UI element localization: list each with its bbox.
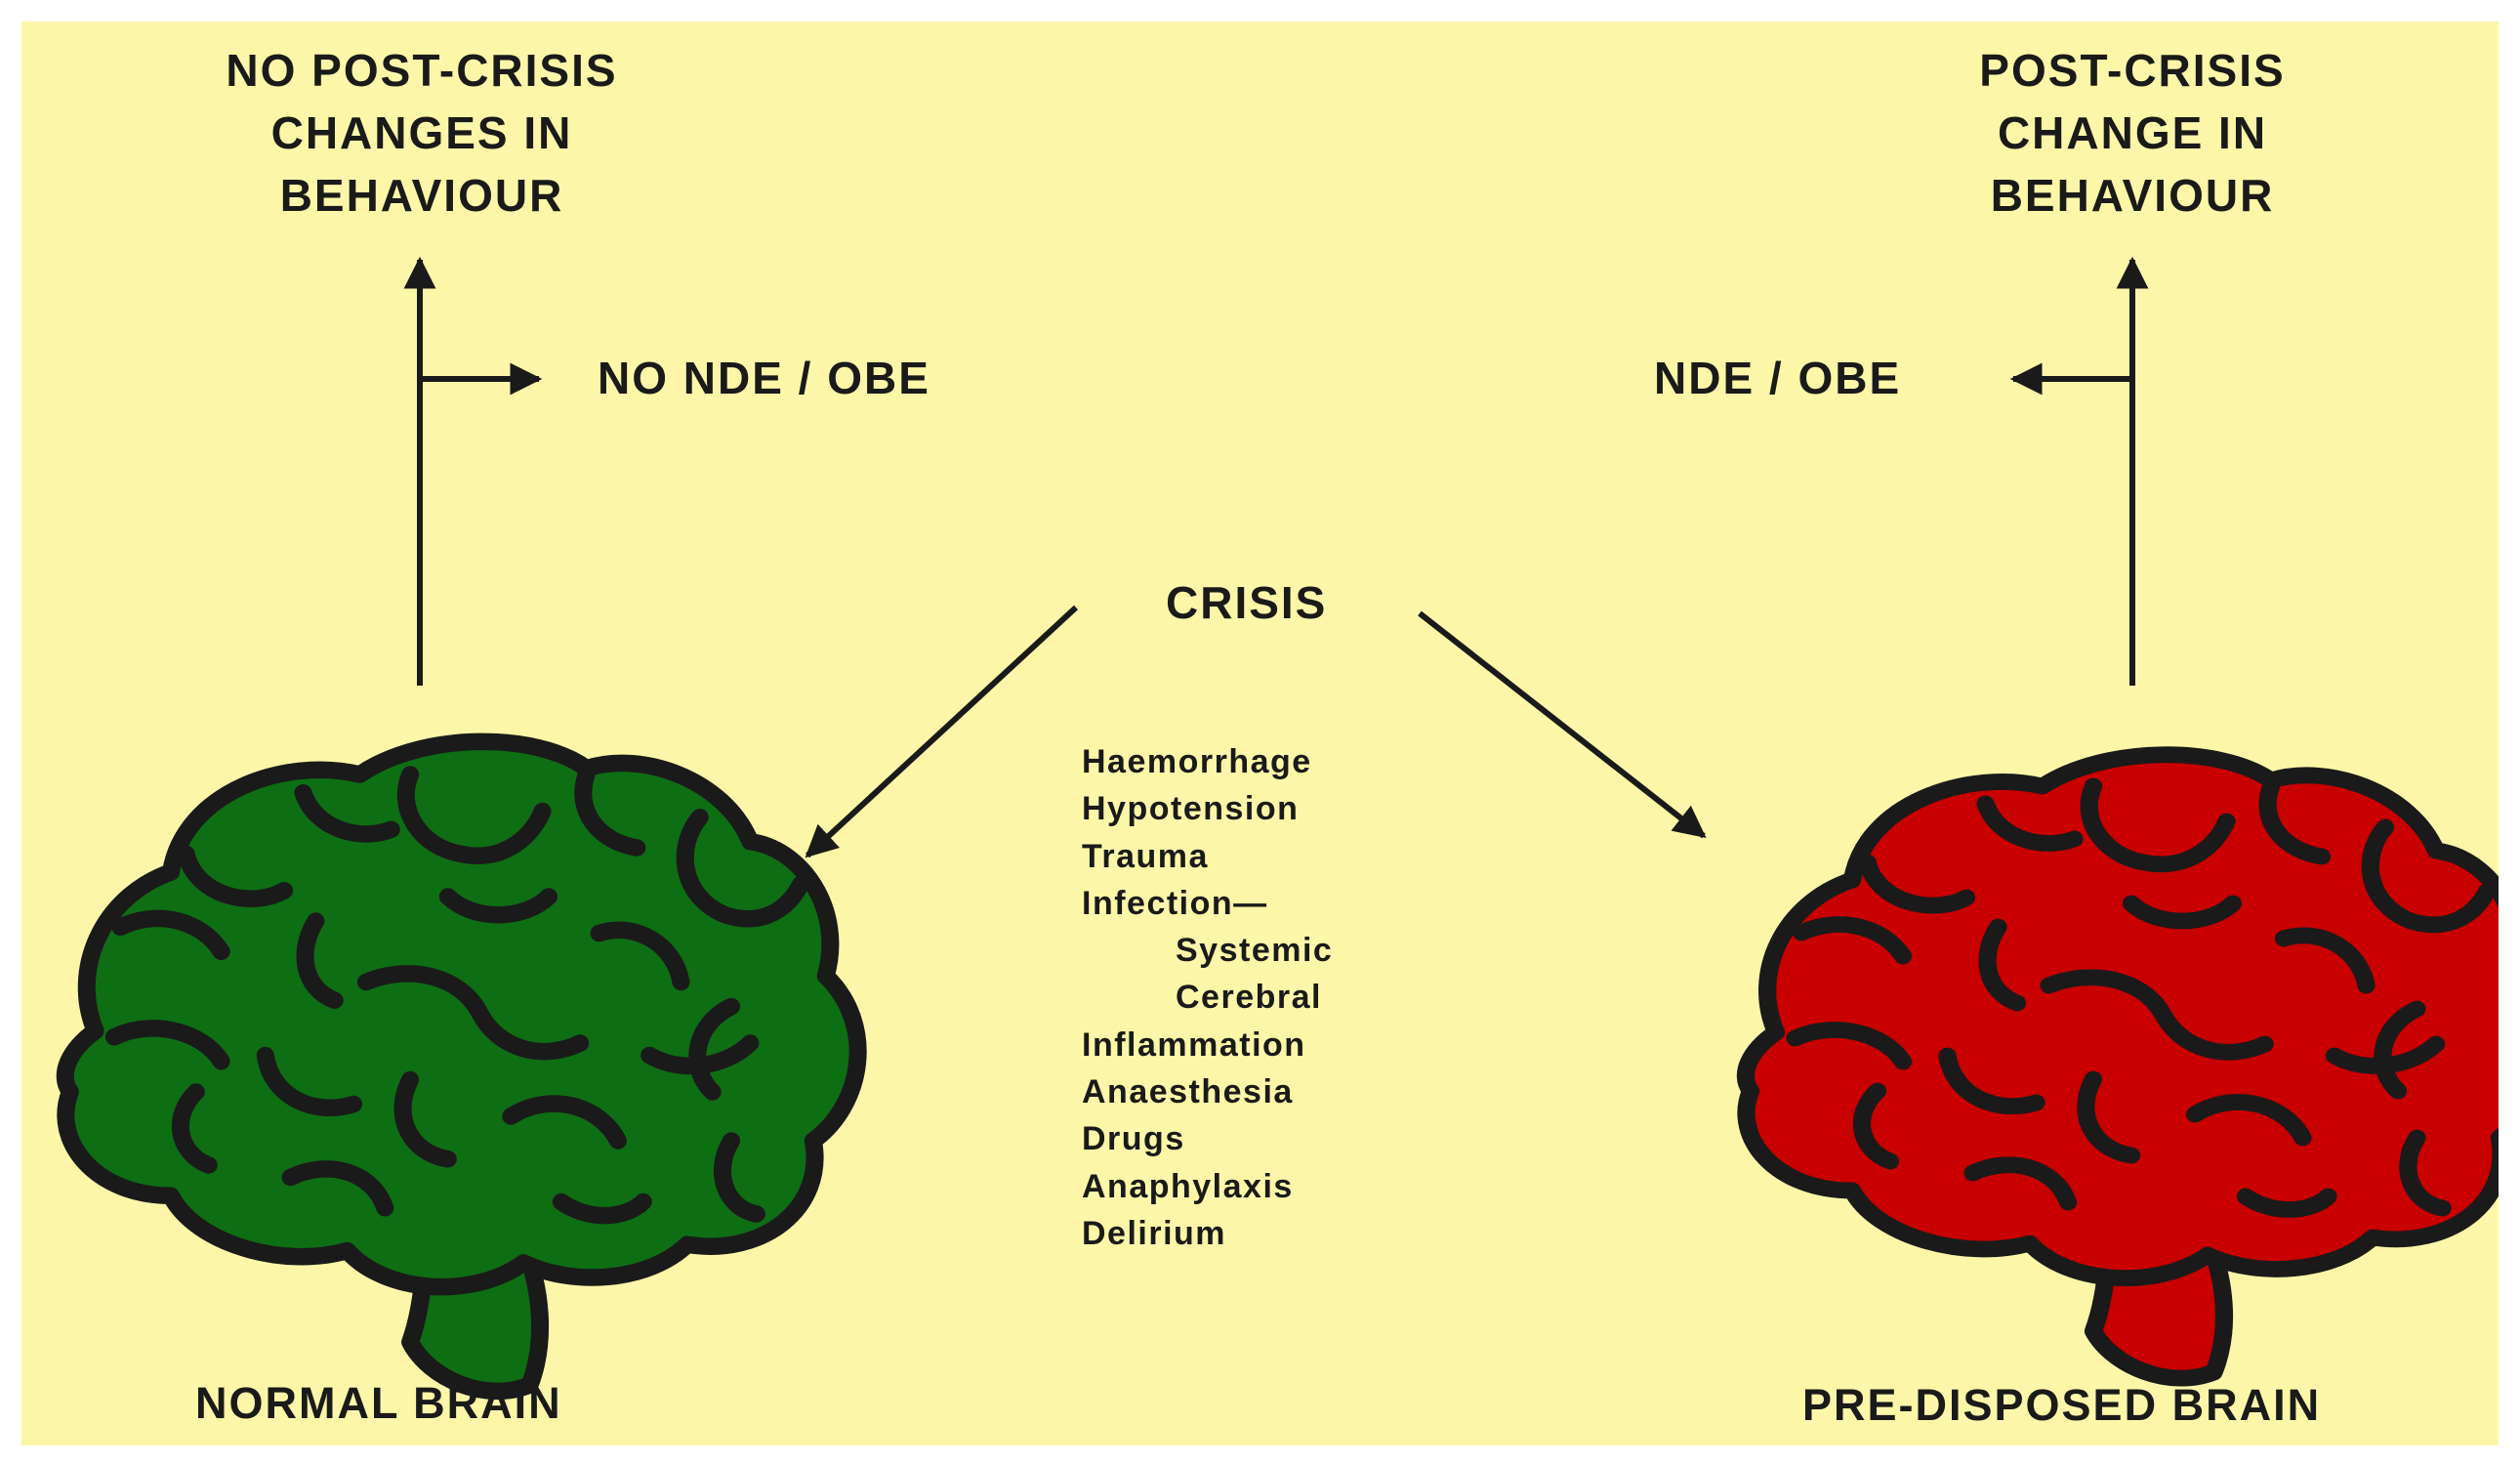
cause-subitem: Systemic <box>1176 932 1334 970</box>
crisis-label: CRISIS <box>1166 577 1328 628</box>
crisis-to-predisposed-arrow <box>1418 610 1707 839</box>
cause-item: Hypotension <box>1082 790 1300 828</box>
cause-item: Anaesthesia <box>1082 1073 1294 1111</box>
right-experience-label: NDE / OBE <box>1654 353 1902 403</box>
left-outcome-label: NO POST-CRISIS CHANGES IN BEHAVIOUR <box>226 45 618 221</box>
right-brain-label: PRE-DISPOSED BRAIN <box>1802 1380 2322 1430</box>
cause-item: Inflammation <box>1082 1026 1306 1064</box>
cause-item: Trauma <box>1082 837 1209 875</box>
crisis-causes-list: Haemorrhage Hypotension Trauma Infection… <box>1082 738 1333 1257</box>
cause-item: Anaphylaxis <box>1082 1167 1294 1205</box>
crisis-to-normal-arrow <box>805 605 1079 858</box>
cause-item: Haemorrhage <box>1082 743 1312 780</box>
right-outcome-label: POST-CRISIS CHANGE IN BEHAVIOUR <box>1979 45 2286 221</box>
left-brain-label: NORMAL BRAIN <box>195 1378 562 1428</box>
cause-item: Drugs <box>1082 1120 1185 1158</box>
diagram-canvas: NO POST-CRISIS CHANGES IN BEHAVIOUR NO N… <box>21 21 2499 1445</box>
left-experience-label: NO NDE / OBE <box>598 353 930 403</box>
cause-subitem: Cerebral <box>1176 979 1322 1017</box>
diagram-graphics <box>21 21 2499 1445</box>
cause-item: Delirium <box>1082 1214 1227 1252</box>
cause-item: Infection— <box>1082 884 1268 922</box>
